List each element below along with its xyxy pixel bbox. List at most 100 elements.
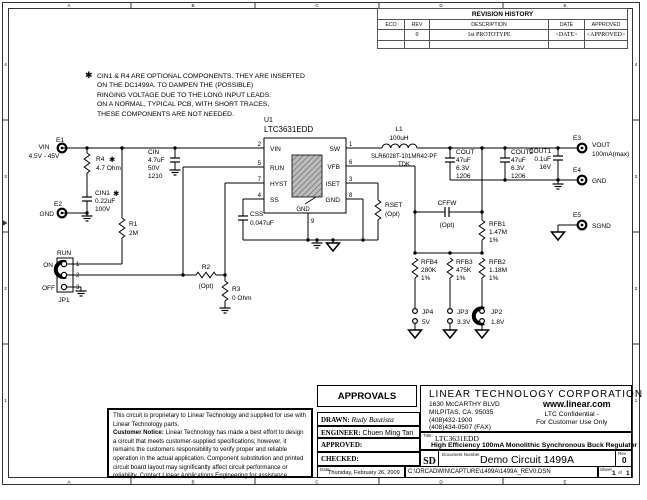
approvals-drawn: DRAWN: Rudy Bautista — [317, 412, 420, 426]
capacitor-cffw — [444, 207, 450, 217]
svg-text:B: B — [191, 479, 194, 484]
capacitor-cin — [170, 157, 180, 163]
e5-ref: E5 — [573, 212, 581, 219]
part-number: LTC3631EDD — [435, 434, 479, 443]
svg-text:C: C — [315, 479, 319, 484]
r1-ref: R1 — [129, 221, 138, 228]
size-doc-rev-row: SD Document Number Demo Circuit 1499A Re… — [420, 450, 632, 467]
svg-text:GND: GND — [296, 207, 310, 213]
r4-star: ✱ — [109, 155, 116, 164]
jumper-jp4 — [412, 308, 419, 325]
jp1-ref: JP1 — [58, 297, 70, 304]
cin-value: 4.7uF — [148, 157, 165, 164]
cin1-star: ✱ — [113, 189, 120, 198]
resistor-r3 — [221, 280, 229, 302]
svg-text:6.3V: 6.3V — [511, 165, 525, 172]
wires — [62, 147, 577, 330]
approvals-approved: APPROVED: — [317, 438, 420, 452]
svg-text:1: 1 — [76, 262, 80, 268]
svg-text:D: D — [439, 3, 443, 8]
rfb3-ref: RFB3 — [456, 259, 473, 266]
svg-text:1%: 1% — [456, 275, 466, 282]
jp2-ref: JP2 — [491, 309, 503, 316]
e2-name: GND — [40, 211, 55, 218]
date-cell: Date: Thursday, February 26, 2009 — [317, 466, 405, 478]
company-block: LINEAR TECHNOLOGY CORPORATION 1630 McCAR… — [420, 385, 642, 432]
cffw-value: (Opt) — [440, 222, 455, 229]
e3-ref: E3 — [573, 135, 581, 142]
svg-text:3: 3 — [76, 285, 80, 291]
cout1-ref: COUT1 — [529, 148, 551, 155]
svg-text:9: 9 — [311, 219, 315, 225]
resistor-rfb3 — [446, 257, 454, 279]
svg-text:C: C — [315, 3, 319, 8]
svg-text:47uF: 47uF — [456, 157, 471, 164]
disclaimer-intro: This circuit is proprietary to Linear Te… — [113, 412, 306, 428]
cout2-ref: COUT2 — [511, 149, 533, 156]
gnd-jp2 — [473, 329, 491, 340]
capacitor-css — [238, 215, 248, 221]
confidential-note: LTC Confidential - For Customer Use Only — [536, 411, 608, 426]
e4-name: GND — [592, 178, 607, 185]
resistor-rfb1 — [478, 219, 486, 241]
gnd-cin — [169, 169, 181, 176]
junction-dots — [85, 146, 560, 277]
r2-ref: R2 — [202, 264, 211, 271]
title-row: Title: LTC3631EDD High Efficiency 100mA … — [420, 432, 637, 450]
cin1-value: 0.22uF — [95, 198, 115, 205]
size-cell: SD — [421, 451, 439, 467]
drawn-by: Rudy Bautista — [351, 415, 394, 424]
svg-text:SW: SW — [330, 146, 341, 153]
capacitor-cout2 — [500, 157, 510, 163]
svg-text:ISET: ISET — [326, 181, 340, 188]
svg-text:2: 2 — [258, 142, 262, 148]
r3-value: 0 Ohm — [232, 295, 252, 302]
svg-text:B: B — [191, 3, 194, 8]
jp3-value: 3.3V — [457, 319, 471, 326]
svg-text:16V: 16V — [539, 164, 551, 171]
svg-text:2: 2 — [76, 273, 80, 279]
l1-value: 100uH — [389, 135, 408, 142]
svg-text:1.18M: 1.18M — [489, 267, 507, 274]
gnd-jp4 — [406, 329, 424, 340]
r4-value: 4.7 Ohm — [96, 165, 121, 172]
svg-text:1.47M: 1.47M — [489, 229, 507, 236]
gnd-cin1 — [81, 215, 93, 222]
capacitor-cout — [445, 157, 455, 163]
svg-text:E: E — [563, 3, 566, 8]
svg-text:6.3V: 6.3V — [456, 165, 470, 172]
jp4-ref: JP4 — [422, 309, 434, 316]
resistor-r2 — [195, 271, 217, 279]
capacitor-symbols — [82, 155, 563, 221]
terminal-e3 — [576, 142, 588, 154]
r4-ref: R4 — [96, 156, 105, 163]
rfb1-ref: RFB1 — [489, 221, 506, 228]
approvals-engineer: ENGINEER: Chuen Ming Tan — [317, 426, 420, 438]
l1-part: SLR6028T-101MR42-PF — [371, 154, 437, 160]
svg-text:6: 6 — [349, 160, 353, 166]
svg-text:1%: 1% — [489, 237, 499, 244]
company-name: LINEAR TECHNOLOGY CORPORATION — [429, 389, 644, 400]
revision-history-table: REVISION HISTORY ECO REV DESCRIPTION DAT… — [376, 8, 629, 49]
cffw-ref: CFFW — [438, 200, 458, 207]
svg-text:A: A — [67, 3, 71, 8]
cin-ref: CIN — [148, 149, 160, 156]
terminal-e5 — [576, 219, 588, 231]
rset-value: (Opt) — [385, 211, 400, 218]
css-ref: CSS — [250, 211, 264, 218]
revision-history-title: REVISION HISTORY — [471, 10, 534, 18]
resistor-rfb4 — [411, 257, 419, 279]
jumper-jp3 — [447, 308, 454, 325]
jp2-value: 1.8V — [491, 319, 505, 326]
jp4-value: 5V — [422, 319, 431, 326]
inductor-l1 — [381, 143, 418, 149]
terminal-e4 — [576, 174, 588, 186]
svg-text:2: 2 — [635, 286, 638, 291]
svg-text:3: 3 — [349, 177, 353, 183]
svg-text:1206: 1206 — [456, 173, 471, 180]
l1-mfr: TDK — [398, 162, 410, 168]
earth-ground-symbols — [324, 231, 567, 340]
approvals-title: APPROVALS — [317, 385, 417, 407]
